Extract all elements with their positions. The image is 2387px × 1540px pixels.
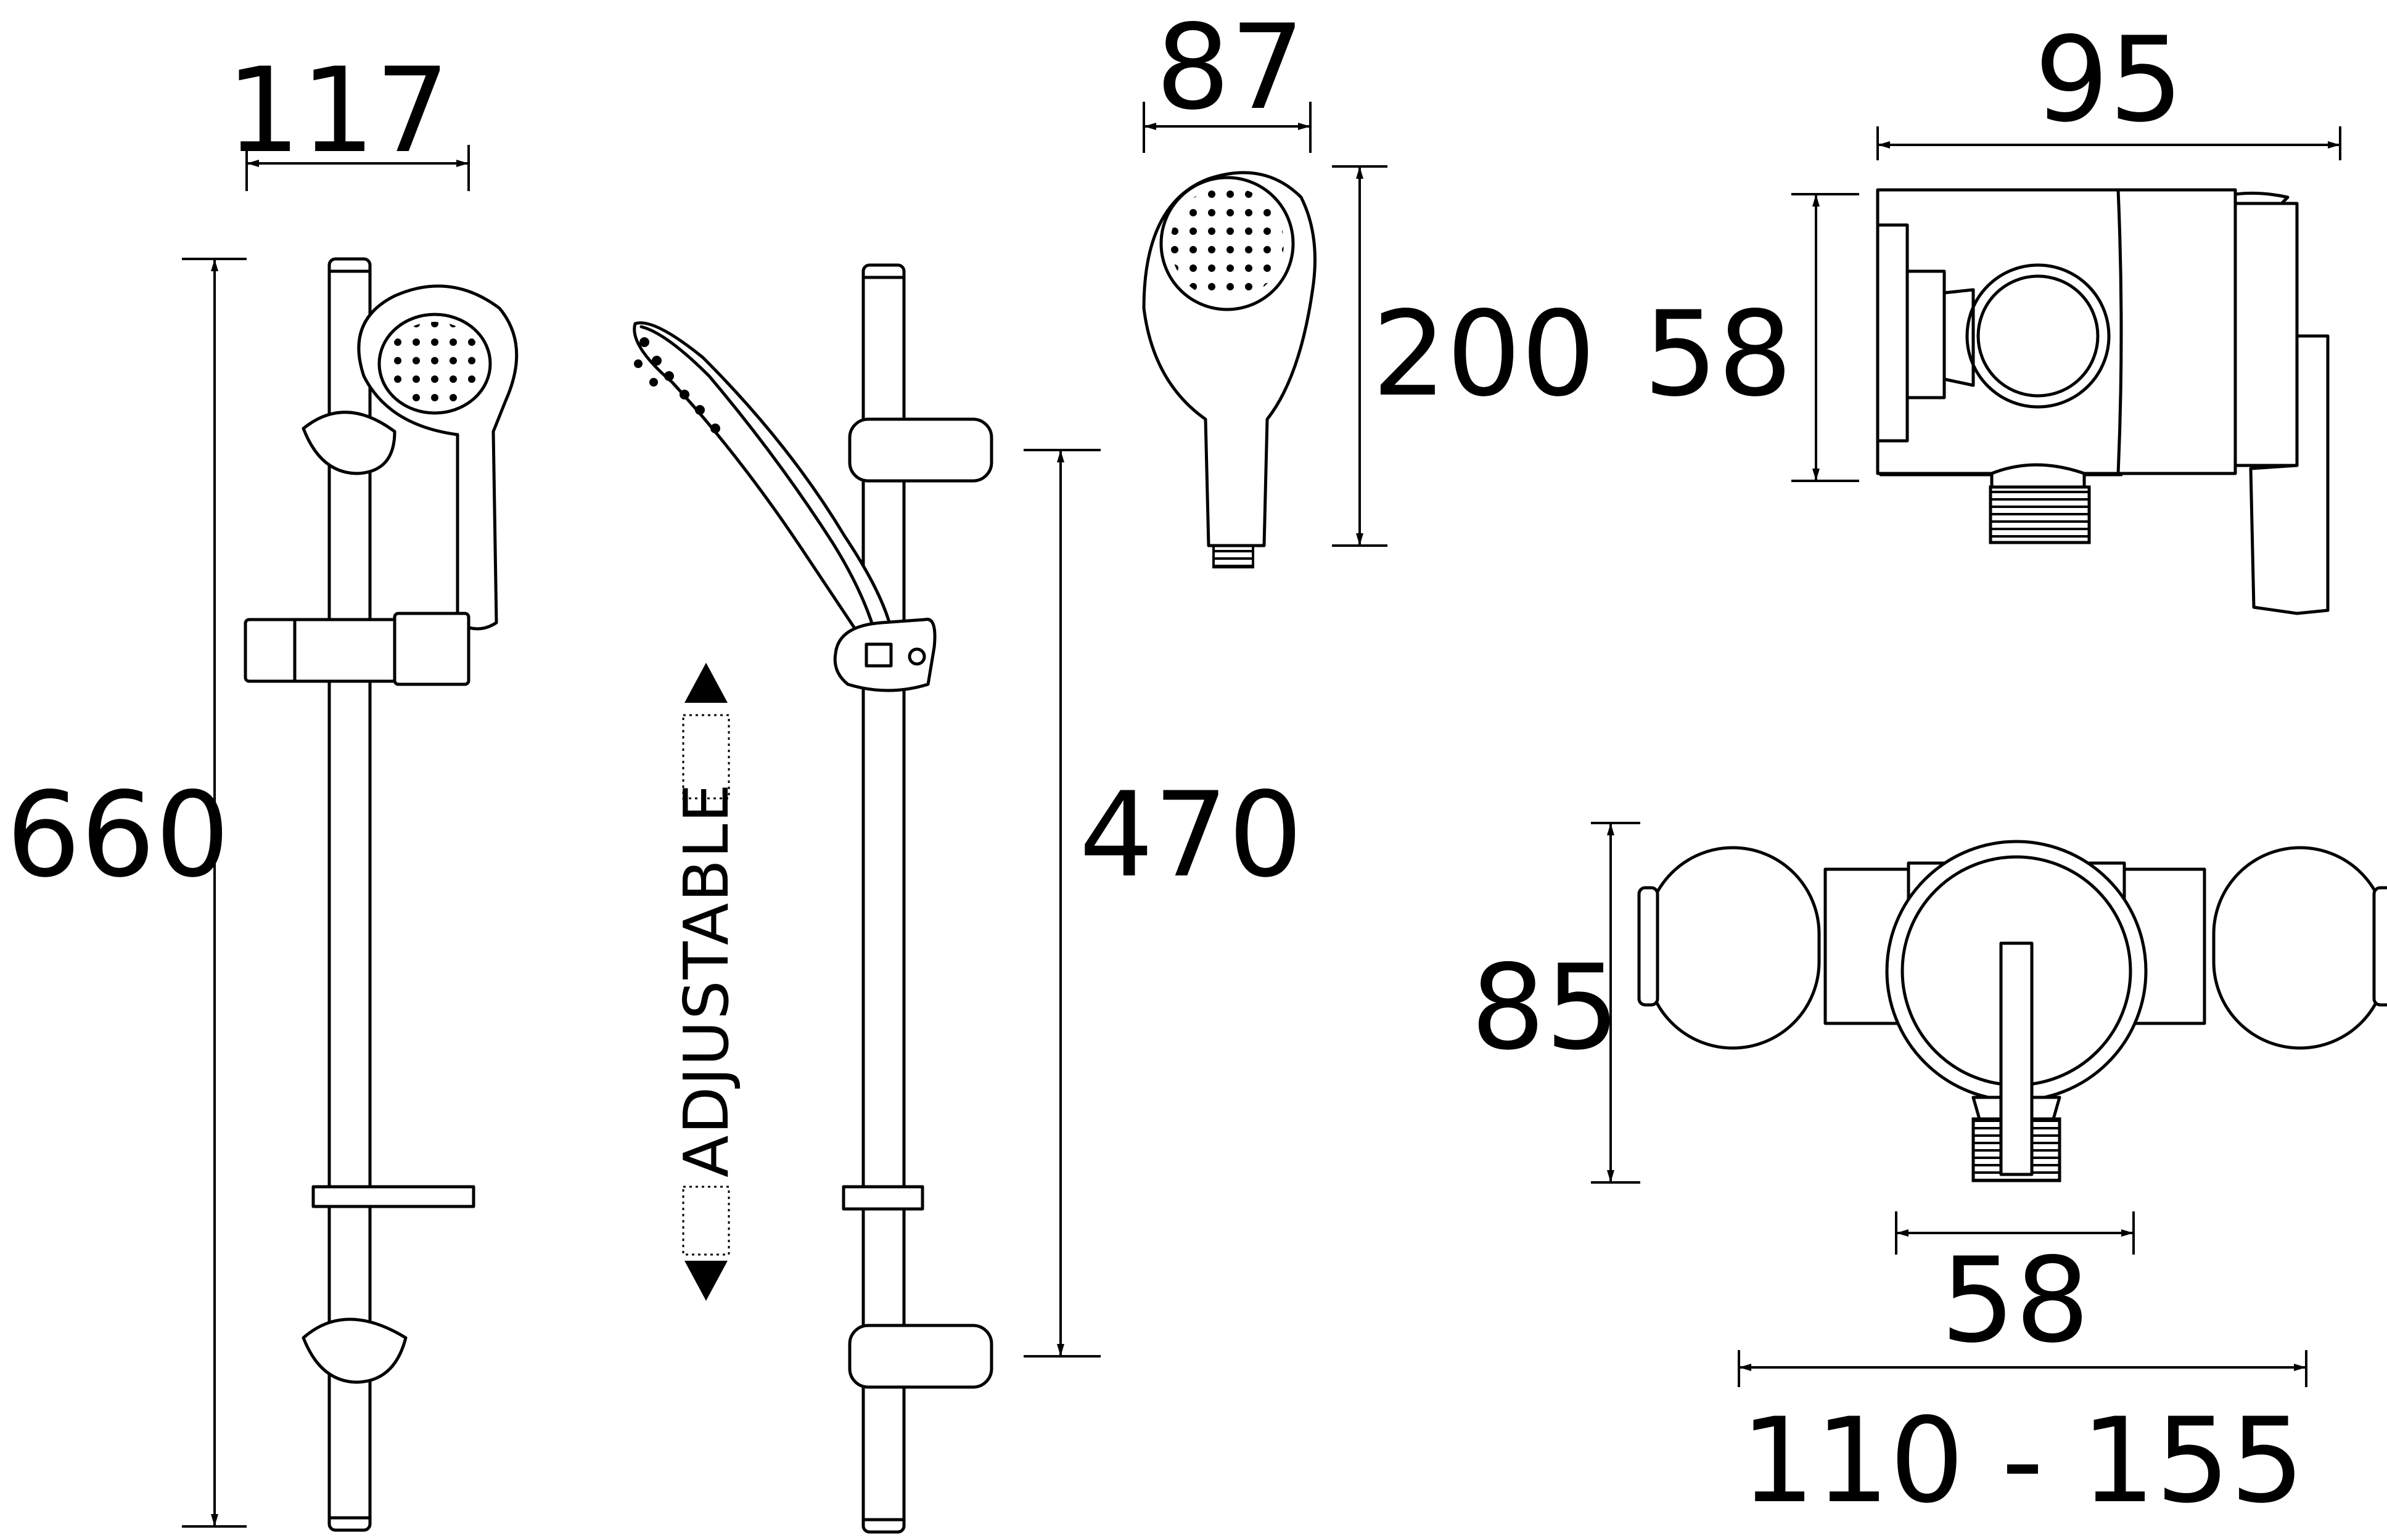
handset-width-label: 87 <box>1156 0 1305 136</box>
valve-side-view <box>1876 188 2330 615</box>
rail-kit-front-view <box>244 257 519 1532</box>
control-lever <box>1999 941 2034 1176</box>
soap-dish-side <box>842 1185 924 1211</box>
right-wall-cap <box>2212 846 2387 1050</box>
rail-kit-width-label: 117 <box>226 43 450 179</box>
handset-angled <box>633 321 893 643</box>
slide-adjustment-label: 470 <box>1079 767 1303 903</box>
riser-rail-side <box>861 263 906 1534</box>
rail-kit-side-view <box>633 263 993 1534</box>
slide-holder <box>244 618 401 683</box>
top-wall-bracket <box>302 411 396 475</box>
adjustable-indicator: ADJUSTABLE <box>670 663 742 1301</box>
valve-centres-range-label: 110 - 155 <box>1741 1393 2305 1529</box>
handset-connector <box>1212 544 1254 568</box>
handset-length-label: 200 <box>1372 286 1596 422</box>
handset-on-rail <box>357 284 519 631</box>
bottom-wall-bracket <box>302 1317 408 1384</box>
left-wall-cap <box>1645 846 1821 1050</box>
riser-rail <box>327 257 372 1532</box>
valve-side-width-label: 95 <box>2034 12 2184 148</box>
rail-kit-height-label: 660 <box>6 767 230 903</box>
outlet-side <box>1965 263 2111 409</box>
soap-dish <box>311 1185 475 1208</box>
valve-body-width-label: 58 <box>1941 1232 2090 1369</box>
handset-front-view <box>1142 171 1317 568</box>
valve-front-view <box>1637 840 2387 1182</box>
valve-side-height-label: 58 <box>1643 286 1793 422</box>
top-bracket-side <box>848 417 993 483</box>
inlet-thread-side <box>1989 485 2091 544</box>
adjustable-label: ADJUSTABLE <box>670 782 742 1178</box>
valve-front-height-label: 85 <box>1471 940 1620 1076</box>
bottom-bracket-side <box>848 1324 993 1389</box>
